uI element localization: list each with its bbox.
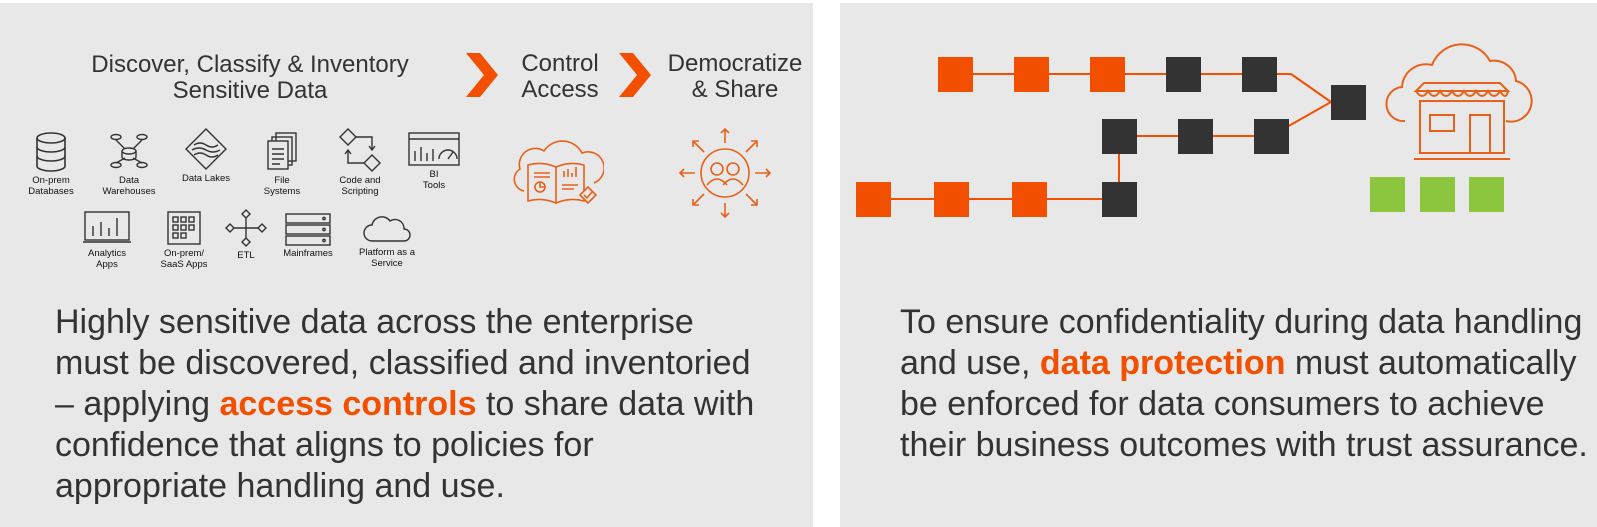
data-lake-icon (185, 128, 227, 170)
protected-node-dark (1242, 57, 1277, 92)
source-etl: ETL (210, 208, 282, 261)
merge-node-dark (1331, 85, 1366, 120)
source-label-line1: On-prem/ (163, 248, 205, 259)
source-label-line1: Data (118, 175, 140, 186)
source-analytics-apps: Analytics Apps (71, 210, 143, 270)
access-controls-highlight: access controls (219, 385, 477, 423)
stage-discover-line1: Discover, Classify & Inventory (91, 51, 409, 78)
source-bi-tools: BI Tools (398, 131, 470, 191)
source-code-scripting: Code and Scripting (324, 127, 396, 197)
source-node-orange (1090, 57, 1125, 92)
protected-node-dark (1254, 119, 1289, 154)
source-saas-apps: On-prem/ SaaS Apps (148, 210, 220, 270)
cloud-icon (363, 216, 411, 242)
source-data-lakes: Data Lakes (170, 127, 242, 184)
source-file-systems: File Systems (246, 131, 318, 197)
bottom-row-nodes (856, 182, 1137, 217)
data-flow-diagram (856, 43, 1533, 217)
protected-node-dark (1166, 57, 1201, 92)
data-warehouse-icon (110, 133, 148, 169)
source-label-line1: BI (429, 169, 439, 180)
right-panel: To ensure confidentiality during data ha… (840, 3, 1597, 527)
source-label-line2: Databases (28, 186, 74, 197)
source-node-orange (1014, 57, 1049, 92)
etl-icon (225, 209, 267, 247)
source-label-line2: Tools (422, 180, 446, 191)
source-node-orange (1012, 182, 1047, 217)
top-row-nodes (938, 57, 1277, 92)
consumer-node-green (1420, 177, 1455, 212)
source-data-warehouses: Data Warehouses (93, 131, 165, 197)
source-label-line1: Mainframes (283, 248, 333, 259)
left-panel: Discover, Classify & Inventory Sensitive… (0, 3, 813, 527)
source-label-line1: Data Lakes (181, 173, 231, 184)
source-node-orange (938, 57, 973, 92)
stage-democratize-line2: & Share (691, 76, 779, 103)
source-on-prem-databases: On-prem Databases (15, 131, 87, 197)
source-mainframes: Mainframes (272, 212, 344, 259)
stage-democratize-heading: Democratize & Share (655, 51, 815, 103)
right-paragraph-text-after: must automatically be enforced for data … (900, 344, 1588, 464)
source-node-orange (934, 182, 969, 217)
database-icon (36, 132, 66, 172)
analytics-apps-icon (83, 211, 131, 243)
mainframes-icon (285, 213, 331, 246)
stage-control-heading: Control Access (510, 51, 610, 103)
chevron-right-icon (466, 53, 498, 97)
left-paragraph-text-before: Highly sensitive data across the enterpr… (55, 303, 751, 423)
protected-node-dark (1102, 119, 1137, 154)
consumer-node-green (1370, 177, 1405, 212)
source-label-line2: Service (371, 258, 403, 269)
stage-democratize-line1: Democratize (667, 50, 803, 77)
data-protection-highlight: data protection (1039, 344, 1286, 382)
source-platform-as-a-service: Platform as a Service (351, 213, 423, 269)
left-paragraph-text-after: to share data with confidence that align… (55, 385, 755, 505)
code-scripting-icon (339, 128, 381, 172)
chevron-right-icon (619, 53, 651, 97)
stage-discover-heading: Discover, Classify & Inventory Sensitive… (55, 52, 445, 104)
source-label-line2: SaaS Apps (160, 259, 208, 270)
stage-discover-line2: Sensitive Data (172, 77, 328, 104)
protected-node-dark (1178, 119, 1213, 154)
right-paragraph-text-before: To ensure confidentiality during data ha… (900, 303, 1583, 382)
left-paragraph: Highly sensitive data across the enterpr… (55, 302, 775, 507)
source-label-line2: Apps (96, 259, 118, 270)
people-share-icon (678, 127, 772, 219)
cloud-store-icon (1385, 43, 1533, 160)
source-label-line1: Code and (339, 175, 381, 186)
source-label-line1: On-prem (32, 175, 70, 186)
source-label-line2: Systems (263, 186, 301, 197)
cloud-book-icon (513, 140, 604, 205)
consumer-node-green (1469, 177, 1504, 212)
source-node-orange (856, 182, 891, 217)
file-systems-icon (267, 132, 297, 170)
source-label-line1: Analytics (87, 248, 126, 259)
source-label-line1: ETL (237, 250, 255, 261)
protected-node-dark (1102, 182, 1137, 217)
source-label-line1: File (274, 175, 290, 186)
source-label-line1: Platform as a (359, 247, 415, 258)
consumer-nodes (1370, 177, 1504, 212)
right-paragraph: To ensure confidentiality during data ha… (900, 302, 1590, 466)
bi-tools-icon (408, 132, 460, 166)
stage-control-line2: Access (521, 76, 599, 103)
source-label-line2: Scripting (341, 186, 379, 197)
stage-control-line1: Control (521, 50, 599, 77)
source-label-line2: Warehouses (102, 186, 156, 197)
saas-apps-icon (167, 211, 201, 245)
middle-row-nodes (1102, 119, 1289, 154)
